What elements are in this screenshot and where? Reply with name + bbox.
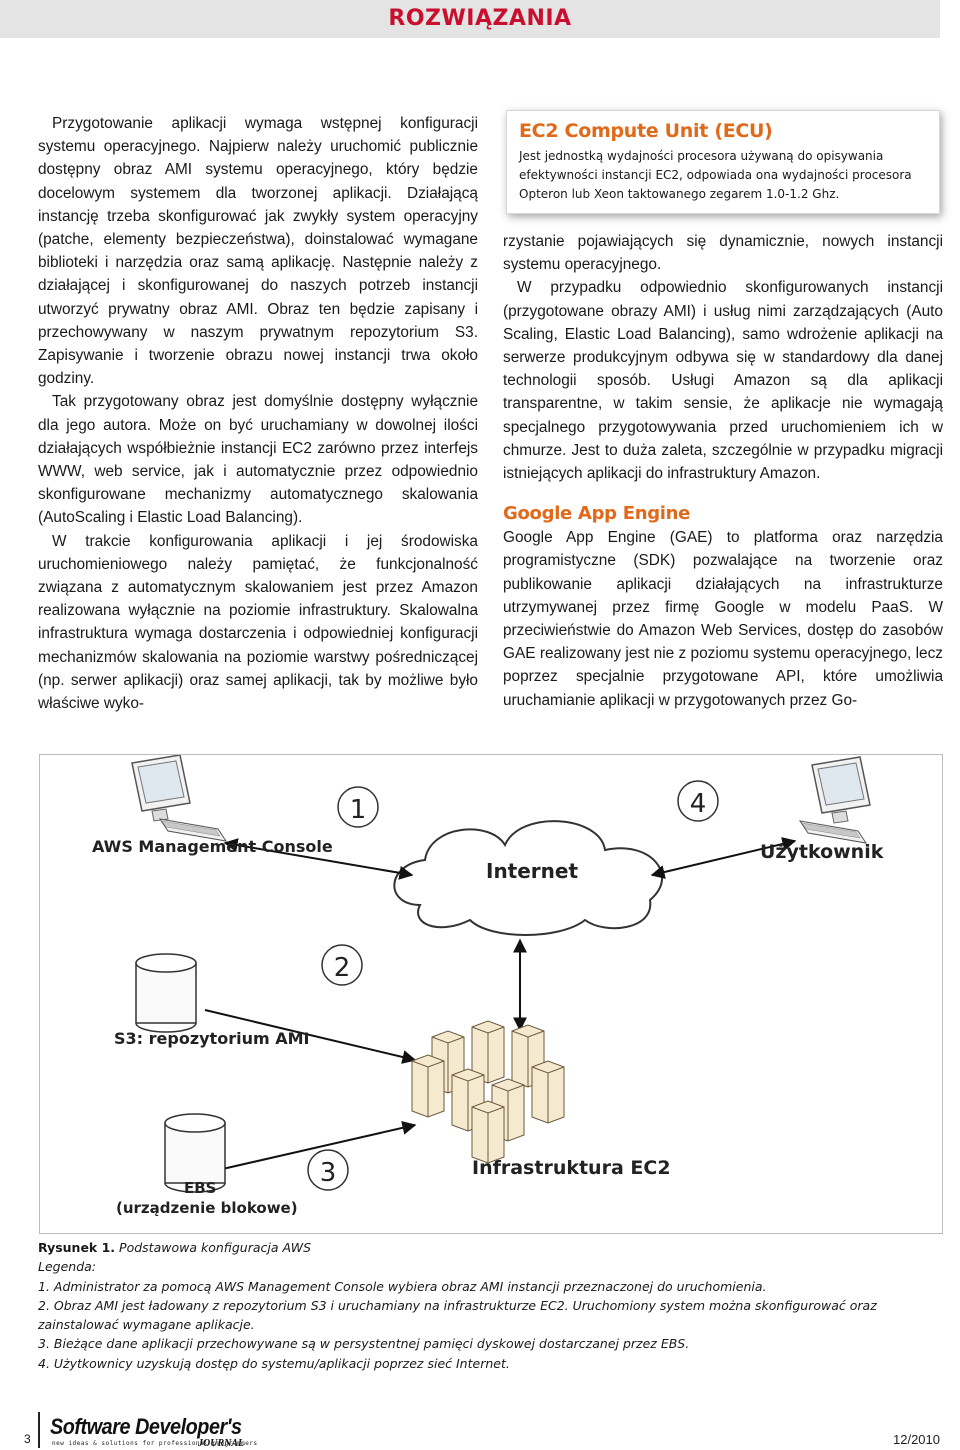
figure-label: Rysunek 1 <box>38 1240 111 1255</box>
legend-item: 4. Użytkownicy uzyskują dostęp do system… <box>38 1355 510 1371</box>
s3-label: S3: repozytorium AMI <box>114 1029 310 1048</box>
definition-body: Jest jednostką wydajności procesora używ… <box>519 149 912 201</box>
svg-text:1: 1 <box>350 795 367 825</box>
svg-text:2: 2 <box>334 953 351 983</box>
figure-title: Podstawowa konfiguracja AWS <box>119 1240 312 1255</box>
definition-box: EC2 Compute Unit (ECU) Jest jednostką wy… <box>506 110 940 214</box>
database-icon <box>135 953 197 1033</box>
step-marker: 4 <box>677 780 719 822</box>
footer-divider <box>38 1412 40 1448</box>
journal-tagline: new ideas & solutions for professional p… <box>52 1440 258 1447</box>
ebs-sublabel: (urządzenie blokowe) <box>116 1199 298 1217</box>
issue-number: 12/2010 <box>893 1432 940 1447</box>
internet-label: Internet <box>486 859 579 883</box>
ebs-label: EBS <box>184 1179 217 1197</box>
database-icon <box>164 1113 226 1193</box>
definition-title: EC2 Compute Unit (ECU) <box>519 120 773 142</box>
section-heading: Google App Engine <box>503 503 691 525</box>
console-label: AWS Management Console <box>92 837 333 856</box>
legend-item: 3. Bieżące dane aplikacji przechowywane … <box>38 1336 690 1352</box>
svg-text:3: 3 <box>320 1158 337 1188</box>
legend-item: 1. Administrator za pomocą AWS Managemen… <box>38 1278 767 1294</box>
paragraph: W trakcie konfigurowania aplikacji i jej… <box>38 532 478 713</box>
journal-logo: Software Developer's <box>50 1414 242 1439</box>
right-column: rzystanie pojawiających się dynamicznie,… <box>503 230 943 712</box>
page-number: 3 <box>24 1432 31 1446</box>
user-label: Użytkownik <box>760 841 884 863</box>
paragraph: Przygotowanie aplikacji wymaga wstępnej … <box>38 115 478 388</box>
section-title: ROZWIĄZANIA <box>388 6 572 31</box>
legend-item: 2. Obraz AMI jest ładowany z repozytoriu… <box>38 1297 877 1333</box>
ec2-label: Infrastruktura EC2 <box>472 1157 671 1179</box>
computer-icon <box>798 756 871 844</box>
server-rack-icon <box>411 1020 565 1164</box>
step-marker: 3 <box>307 1149 349 1191</box>
figure-caption: Rysunek 1. Podstawowa konfiguracja AWS L… <box>38 1240 877 1371</box>
architecture-diagram: 1 2 3 4 <box>131 755 871 1193</box>
paragraph: W przypadku odpowiednio skonfigurowanych… <box>503 279 943 483</box>
journal-logo-word: JOURNAL <box>198 1438 245 1449</box>
left-column: Przygotowanie aplikacji wymaga wstępnej … <box>38 112 478 715</box>
cloud-icon <box>393 820 663 936</box>
computer-icon <box>131 755 228 842</box>
architecture-figure: 1 2 3 4 AWS Management Console Internet … <box>39 754 943 1234</box>
paragraph: Google App Engine (GAE) to platforma ora… <box>503 529 943 709</box>
paragraph: Tak przygotowany obraz jest domyślnie do… <box>38 393 478 527</box>
step-marker: 1 <box>337 786 379 828</box>
svg-text:4: 4 <box>690 789 707 819</box>
header-bar <box>0 0 940 38</box>
step-marker: 2 <box>321 944 363 986</box>
paragraph: rzystanie pojawiających się dynamicznie,… <box>503 233 943 274</box>
legend-label: Legenda: <box>38 1259 97 1275</box>
